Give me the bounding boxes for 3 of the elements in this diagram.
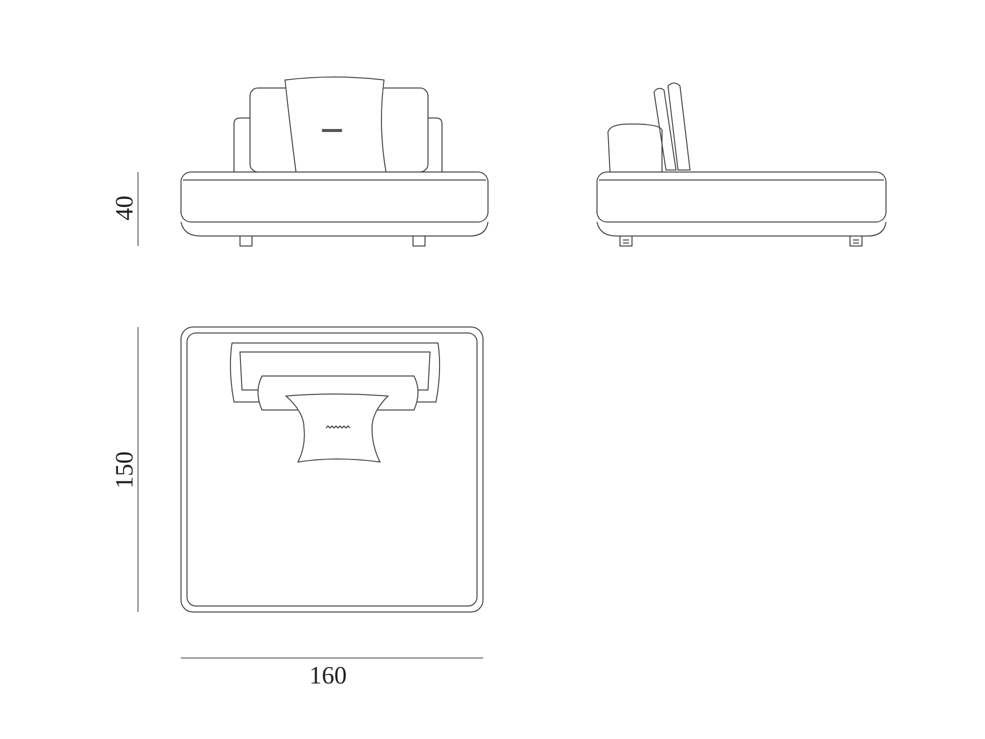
dimension-value: 160 (309, 664, 347, 688)
dimension-value: 150 (112, 451, 138, 489)
dimension-value: 40 (112, 196, 138, 220)
